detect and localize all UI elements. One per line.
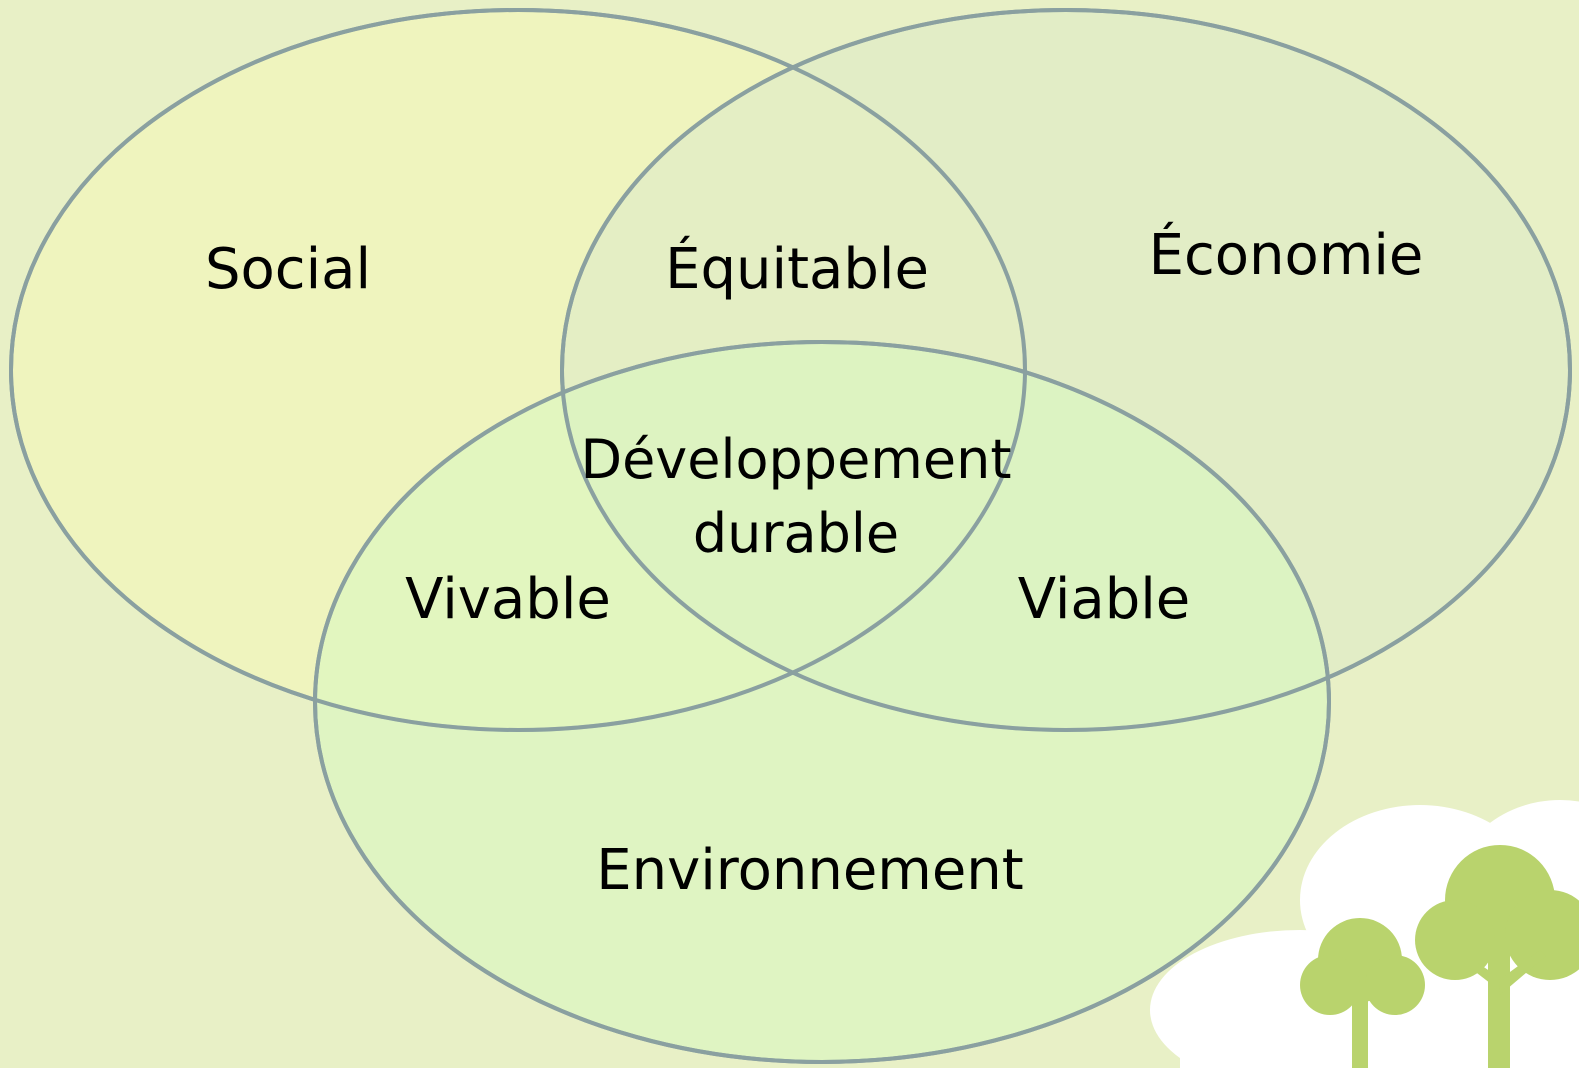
label-viable: Viable [1018,567,1191,632]
venn-outlines [9,8,1572,1064]
label-social: Social [205,237,371,302]
label-environnement: Environnement [596,838,1024,903]
tree-illustration [1300,845,1579,1068]
label-vivable: Vivable [405,567,611,632]
label-equitable: Équitable [665,237,929,302]
label-economie: Économie [1149,223,1424,288]
label-developpement: Développement [580,428,1011,491]
label-durable: durable [693,502,899,565]
